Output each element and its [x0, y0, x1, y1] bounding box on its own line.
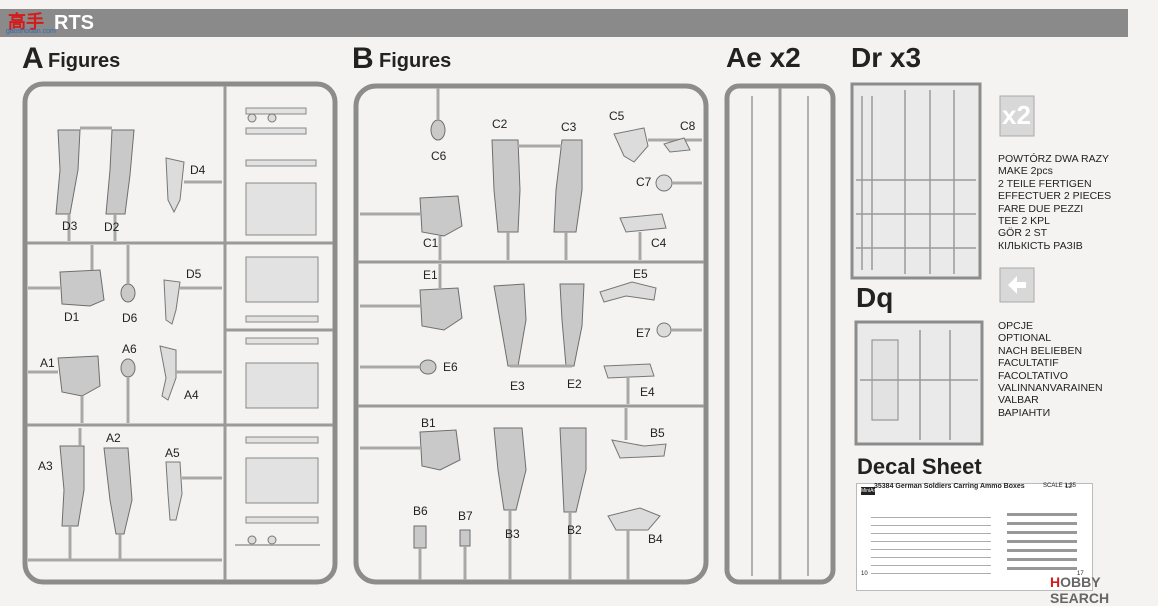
part-label: B6 [413, 504, 428, 518]
hobby-search-watermark: HOBBY SEARCH [1050, 574, 1110, 606]
sprue-dr [850, 82, 982, 280]
part-label: E7 [636, 326, 651, 340]
part-label: C4 [651, 236, 667, 250]
note-line: EFFECTUER 2 PIECES [998, 190, 1112, 203]
note-line: FACULTATIF [998, 357, 1059, 370]
part-label: C8 [680, 119, 696, 133]
part-label: A1 [40, 356, 55, 370]
section-b-letter: B [352, 42, 374, 75]
note-line: OPCJE [998, 320, 1034, 332]
section-ae-title: Ae x2 [726, 42, 801, 73]
header-bar [0, 9, 1128, 37]
part-label: D5 [186, 267, 202, 281]
part-label: E5 [633, 267, 648, 281]
optional-note: OPCJE OPTIONAL NACH BELIEBEN FACULTATIF … [998, 320, 1103, 419]
decal-number: 17 [1077, 571, 1084, 577]
make-twice-badge [999, 95, 1035, 137]
part-label: E6 [443, 360, 458, 374]
part-label: D6 [122, 311, 138, 325]
decal-brand: MiniArt [861, 487, 877, 495]
note-line: VALINNANVARAINEN [998, 382, 1103, 395]
part-label: B1 [421, 416, 436, 430]
part-label: C3 [561, 120, 577, 134]
sprue-b [353, 83, 709, 585]
part-label: D2 [104, 220, 120, 234]
decal-scale: SCALE 1:35 [1043, 483, 1077, 489]
part-label: B4 [648, 532, 663, 546]
part-label: E1 [423, 268, 438, 282]
section-b-title: Figures [379, 50, 452, 72]
section-a-letter: A [22, 42, 44, 75]
part-label: C1 [423, 236, 439, 250]
make-twice-text: x2 [1002, 100, 1031, 130]
part-label: B5 [650, 426, 665, 440]
note-line: КІЛЬКІСТЬ РАЗІВ [998, 239, 1083, 252]
decal-number: 12 [1065, 484, 1072, 490]
optional-badge [999, 267, 1035, 303]
note-line: FACOLTATIVO [998, 369, 1069, 382]
decal-text-rows [871, 514, 991, 574]
part-label: D3 [62, 219, 78, 233]
part-label: B2 [567, 523, 582, 537]
part-label: C5 [609, 109, 625, 123]
part-label: C6 [431, 149, 447, 163]
part-label: B3 [505, 527, 520, 541]
note-line: ВАРІАНТИ [998, 406, 1051, 419]
decal-header: 35384 German Soldiers Carring Ammo Boxes [874, 483, 1025, 490]
part-label: C2 [492, 117, 508, 131]
section-decal-title: Decal Sheet [857, 454, 982, 479]
site-logo-url: gaoshouan.com [6, 28, 56, 35]
header-title: RTS [54, 12, 94, 34]
part-label: E4 [640, 385, 655, 399]
part-label: B7 [458, 509, 473, 523]
decal-sheet: MiniArt [856, 483, 1093, 591]
sprue-a [22, 81, 338, 585]
note-line: MAKE 2pcs [998, 165, 1053, 178]
decal-markings [1007, 510, 1077, 570]
part-label: E3 [510, 379, 525, 393]
note-line: NACH BELIEBEN [998, 344, 1083, 357]
part-label: D4 [190, 163, 206, 177]
note-line: GÖR 2 ST [998, 227, 1048, 240]
note-line: TEE 2 KPL [998, 215, 1050, 228]
part-label: D1 [64, 310, 80, 324]
section-dr-title: Dr x3 [851, 42, 922, 73]
note-line: POWTÓRZ DWA RAZY [998, 153, 1110, 165]
part-label: E2 [567, 377, 582, 391]
note-line: FARE DUE PEZZI [998, 202, 1084, 215]
part-label: A3 [38, 459, 53, 473]
section-dq-title: Dq [856, 282, 894, 313]
sprue-ae [724, 83, 836, 585]
sprue-dq [854, 320, 984, 446]
make-twice-note: POWTÓRZ DWA RAZY MAKE 2pcs 2 TEILE FERTI… [998, 153, 1111, 252]
section-a-title: Figures [48, 50, 121, 72]
decal-number: 10 [861, 571, 868, 577]
note-line: 2 TEILE FERTIGEN [998, 177, 1092, 190]
part-label: C7 [636, 175, 652, 189]
note-line: VALBAR [998, 394, 1039, 407]
site-logo: 高手 [8, 12, 44, 32]
part-label: A5 [165, 446, 180, 460]
note-line: OPTIONAL [998, 332, 1052, 345]
part-label: A2 [106, 431, 121, 445]
part-label: A4 [184, 388, 199, 402]
part-label: A6 [122, 342, 137, 356]
